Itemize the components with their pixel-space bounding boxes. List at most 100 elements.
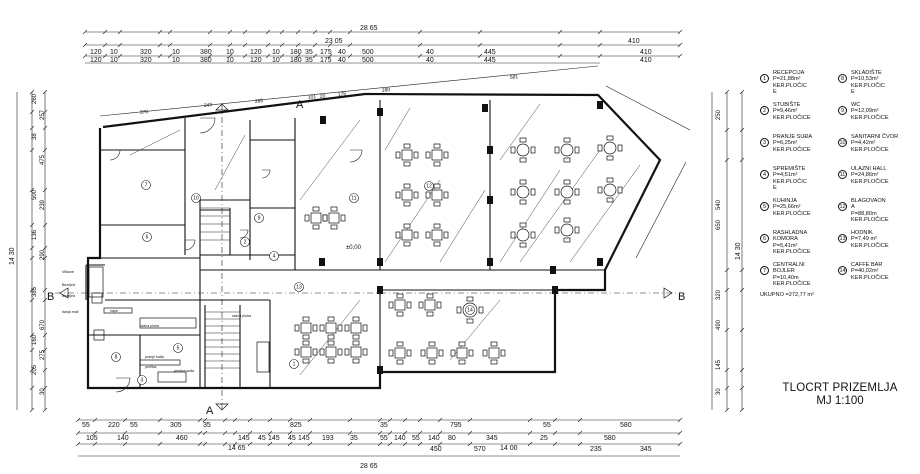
room-number-marker: 5: [173, 343, 183, 353]
dining-table: [322, 206, 346, 230]
dim-diagonal: 243: [204, 102, 213, 109]
dim-bottom-segment: 55: [543, 422, 551, 429]
round-table: [510, 137, 536, 163]
room-number-marker: 14: [465, 305, 475, 315]
fixture-note: Vitlacre: [62, 270, 74, 274]
legend-line: KER.PLOČICE: [773, 249, 811, 256]
dim-top-segment: 10: [226, 49, 234, 56]
dim-left-segment: 275: [40, 349, 46, 360]
structural-column: [552, 286, 558, 294]
dim-left-segment: 160: [32, 334, 38, 345]
dining-table: [294, 340, 318, 364]
dining-table: [395, 143, 419, 167]
dim-top-overall: 28 65: [360, 25, 378, 32]
dim-diagonal: 20: [320, 93, 326, 100]
dim-left-segment: 38: [32, 133, 38, 140]
room-number-marker: 4: [269, 251, 279, 261]
structural-column: [377, 258, 383, 266]
dim-bottom-segment: 305: [170, 422, 182, 429]
dim-bottom-segment: 193: [322, 435, 334, 442]
legend-number: 6: [760, 234, 769, 243]
dim-top-segment: 120: [90, 49, 102, 56]
dim-top-segment: 35: [305, 49, 313, 56]
dim-bottom-segment: 825: [290, 422, 302, 429]
dim-left-segment: 260: [32, 93, 38, 104]
fixture-note: radna ploha: [140, 324, 159, 328]
room-number: 7: [145, 183, 148, 189]
fixture-note: perilica suđa: [174, 369, 194, 373]
building-outline: [86, 92, 662, 390]
door-swing: [115, 377, 131, 393]
fixture-note: perilica: [145, 365, 156, 369]
legend-line: KER.PLOČIC: [773, 178, 807, 185]
legend-number: 1: [760, 74, 769, 83]
section-mark-b-left: B: [47, 291, 54, 303]
room-number: 10: [193, 196, 199, 202]
legend-number: 7: [760, 266, 769, 275]
dim-top-segment: 40: [338, 49, 346, 56]
legend-line: P=10,53m²: [851, 76, 879, 83]
dim-bottom-segment: 145: [268, 435, 280, 442]
legend-line: P=21,88m²: [773, 76, 801, 83]
total-area: UKUPNO =272,77 m²: [760, 292, 814, 298]
dim-right-segment: 540: [716, 199, 722, 210]
legend-line: KER.PLOČICE: [773, 146, 811, 153]
dim-top-lower-segment: 320: [140, 57, 152, 64]
dim-bottom-segment: 345: [640, 446, 652, 453]
dim-top-segment: 410: [640, 49, 652, 56]
dining-table: [344, 316, 368, 340]
legend-line: KER.PLOČICE: [851, 274, 889, 281]
room-number: 5: [177, 346, 180, 352]
drawing-title: TLOCRT PRIZEMLJA: [782, 382, 898, 394]
dim-top-lower-segment: 10: [226, 57, 234, 64]
dim-bottom-segment: 580: [620, 422, 632, 429]
dining-table: [425, 143, 449, 167]
dim-left-segment: 500: [32, 189, 38, 200]
dim-bottom-segment: 45: [288, 435, 296, 442]
legend-line: BOJLER: [773, 268, 795, 275]
fixture-note: banja mali: [62, 310, 79, 314]
dim-bottom-segment: 35: [203, 422, 211, 429]
dim-top-lower-segment: 410: [640, 57, 652, 64]
dim-top-segment: 500: [362, 49, 374, 56]
dim-top-lower-segment: 35: [305, 57, 313, 64]
legend-line: P=9,46m²: [773, 108, 798, 115]
legend-number: 2: [760, 106, 769, 115]
legend-line: BLAGOVAON: [851, 198, 886, 204]
dim-right-segment: 250: [716, 109, 722, 120]
dining-table: [319, 340, 343, 364]
dim-diagonal: 280: [382, 87, 391, 94]
dim-left-segment: 30: [40, 388, 46, 395]
round-table: [597, 177, 623, 203]
dim-bottom-segment: 235: [590, 446, 602, 453]
room-number-marker: 11: [349, 193, 359, 203]
level-mark: ±0,00: [346, 245, 362, 251]
legend-line: HODNIK: [851, 230, 873, 236]
room-number: 8: [115, 355, 118, 361]
legend-line: P=40,02m²: [851, 268, 879, 275]
legend-line: RASHLADNA: [773, 230, 808, 236]
legend-line: STUBIŠTE: [773, 102, 801, 108]
dining-table: [294, 316, 318, 340]
dining-table: [319, 316, 343, 340]
dining-table: [482, 341, 506, 365]
dim-bottom-segment: 570: [474, 446, 486, 453]
room-number: 2: [244, 240, 247, 246]
room-number-marker: 1: [289, 359, 299, 369]
legend-line: E: [773, 89, 777, 96]
structural-column: [597, 101, 603, 109]
door-swing: [349, 149, 363, 163]
legend-number: 11: [838, 170, 847, 179]
room-number-marker: 13: [294, 282, 304, 292]
structural-column: [487, 146, 493, 154]
legend-line: KER.PLOČICE: [851, 242, 889, 249]
legend-line: P=7,49 m²: [851, 236, 877, 243]
round-table: [554, 217, 580, 243]
